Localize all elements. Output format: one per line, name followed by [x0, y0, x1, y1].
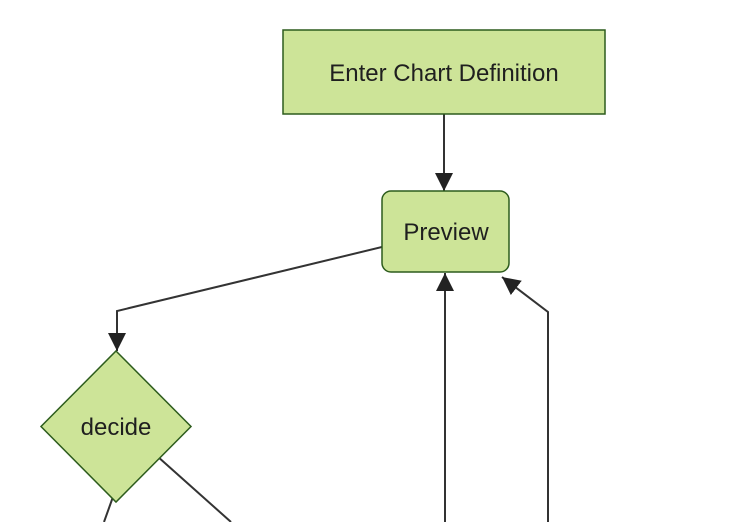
edge-decide-outgoing-bottom-right [156, 455, 232, 522]
edge-preview-to-decide [108, 246, 383, 351]
preview-label: Preview [403, 219, 489, 246]
edge-incoming-preview-bottom-right-corner [501, 276, 549, 522]
decide-label: decide [81, 414, 152, 441]
node-enter-chart-definition: Enter Chart Definition [282, 29, 606, 115]
decide-diamond [39, 349, 193, 504]
node-decide: decide [39, 349, 193, 504]
node-preview: Preview [381, 190, 510, 273]
enter-chart-definition-box [282, 29, 606, 115]
enter-chart-definition-label: Enter Chart Definition [329, 60, 558, 87]
preview-box [381, 190, 510, 273]
